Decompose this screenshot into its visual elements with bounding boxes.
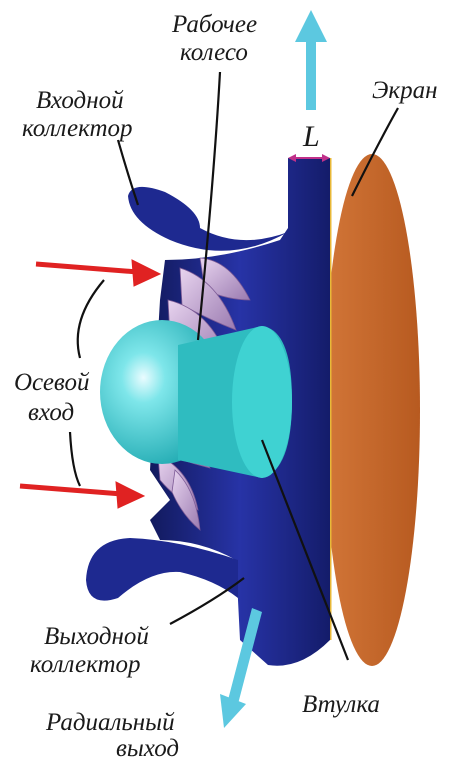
screen-disc <box>324 154 420 666</box>
hub-label: Втулка <box>302 691 380 718</box>
axis-arrow <box>295 10 327 110</box>
outlet-collector-label-line2: коллектор <box>30 651 141 678</box>
impeller-label-line1: Рабочее <box>171 11 257 38</box>
screen-label: Экран <box>372 77 437 104</box>
gap-label: L <box>302 120 320 153</box>
inlet-collector-label-line2: коллектор <box>22 115 133 142</box>
axial-inlet-label-line2: вход <box>28 399 74 426</box>
radial-outlet-label-line1: Радиальный <box>45 709 175 736</box>
inlet-collector-label-line1: Входной <box>36 87 124 114</box>
radial-outlet-label-line2: выход <box>116 735 179 761</box>
outlet-collector-label-line1: Выходной <box>44 623 149 650</box>
hub-face <box>232 326 292 478</box>
impeller-label-line2: колесо <box>180 39 248 66</box>
axial-inlet-label-line1: Осевой <box>14 369 90 396</box>
